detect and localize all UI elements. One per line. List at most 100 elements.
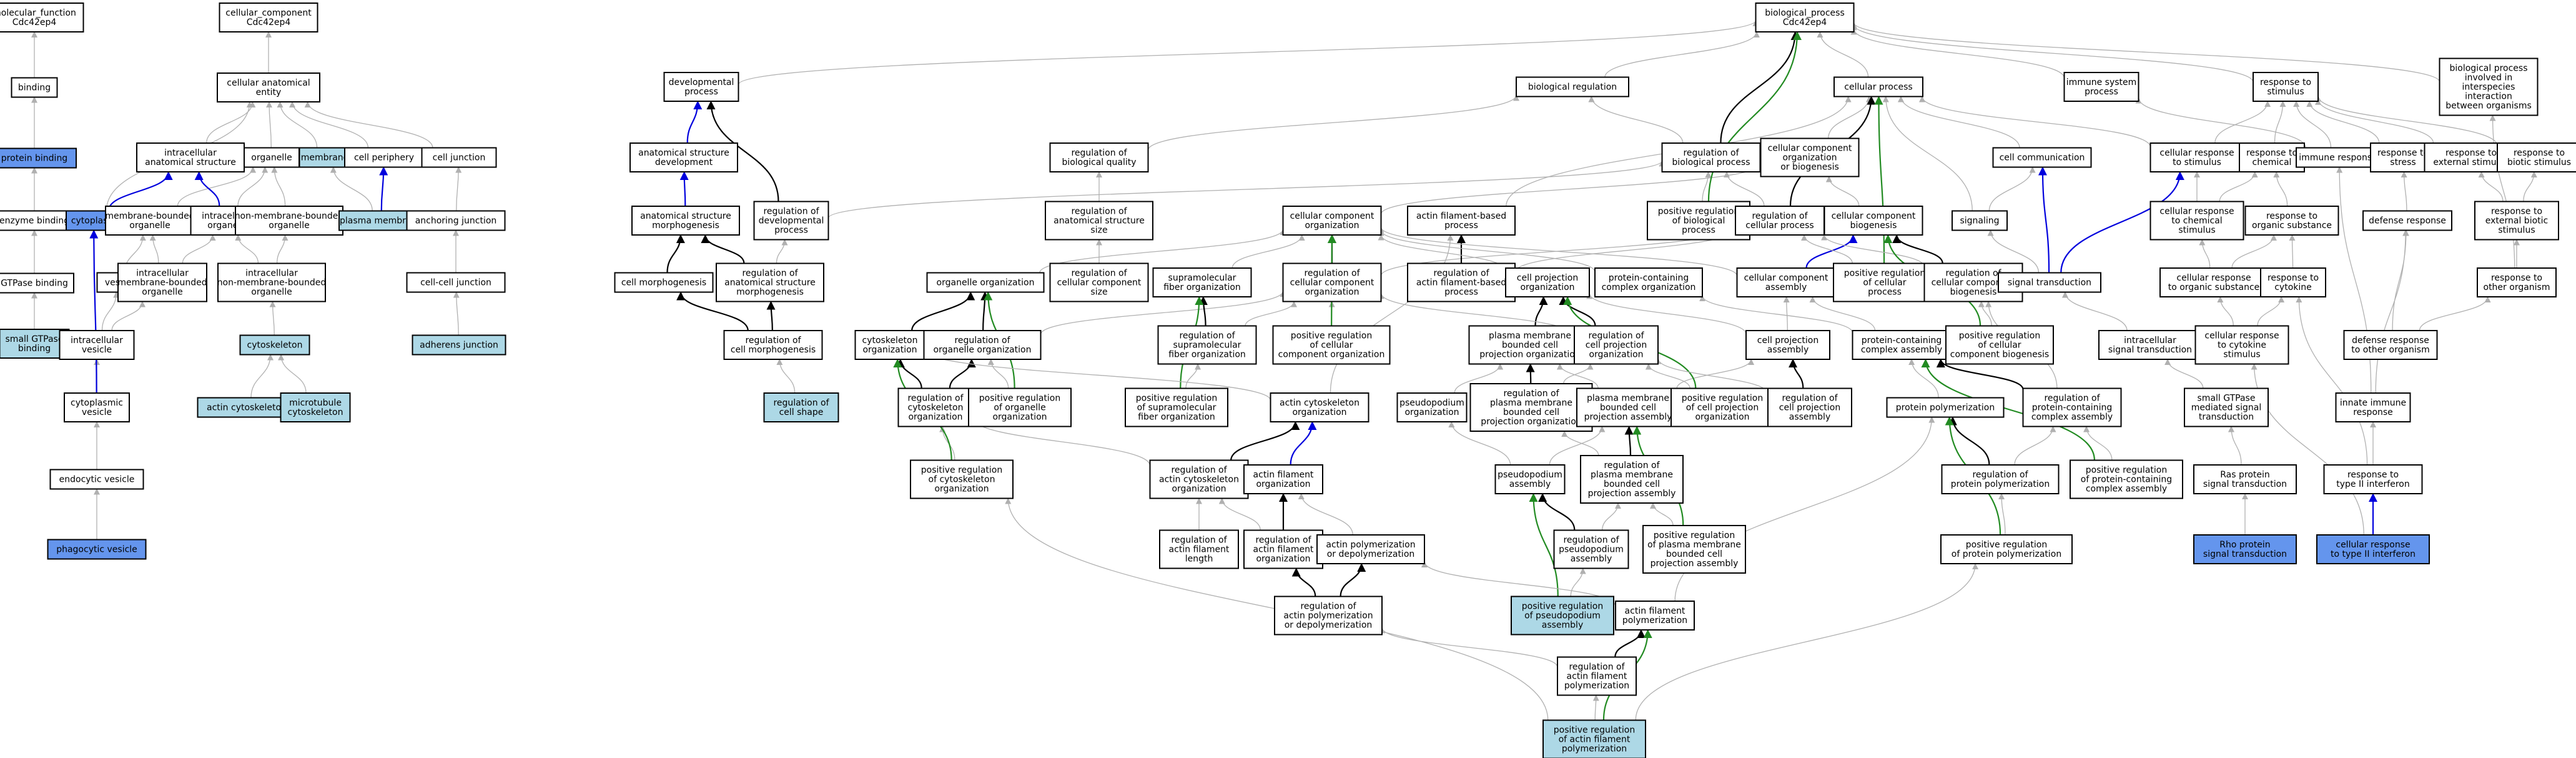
relation-edge-gray [1570, 567, 1586, 597]
go-term-label: organization [1782, 153, 1837, 163]
go-term-label: bounded cell [1666, 549, 1722, 559]
relation-edge-gray [2478, 171, 2504, 202]
go-term-node: protein binding [0, 147, 77, 169]
go-term-label: adherens junction [420, 341, 498, 351]
go-term-box [1615, 601, 1695, 631]
go-term-label: intracellular [2124, 336, 2176, 346]
go-term-label: pseudopodium [1498, 470, 1562, 480]
go-term-label: bounded cell [1503, 407, 1559, 417]
go-term-box [897, 387, 974, 427]
go-term-box [2497, 142, 2576, 172]
go-term-box [0, 147, 77, 169]
go-term-label: positive regulation [1658, 207, 1739, 217]
go-term-label: positive regulation [1654, 531, 1735, 541]
go-term-label: regulation of [1433, 269, 1489, 279]
go-term-label: organization [1404, 407, 1459, 417]
go-term-label: organization [1256, 479, 1310, 489]
relation-edge-gray [1588, 96, 1684, 144]
relation-edge-gray [1448, 421, 1511, 466]
go-term-label: organelle [269, 221, 309, 231]
relation-edge-gray [1676, 359, 1755, 389]
relation-edge-gray [1988, 166, 2036, 211]
go-term-label: response to [2266, 211, 2317, 221]
go-term-box [1745, 330, 1830, 360]
go-term-box [910, 459, 1014, 499]
go-term-box [1952, 210, 2008, 231]
relation-edge-gray [1602, 502, 1621, 531]
go-term-label: or depolymerization [1285, 621, 1373, 631]
go-term-box [629, 142, 738, 172]
go-term-label: stress [2390, 157, 2416, 167]
go-term-label: Cdc42ep4 [12, 17, 57, 27]
go-term-label: cell periphery [354, 153, 414, 163]
relation-edge-gray [2219, 171, 2258, 202]
relation-edge-gray [2217, 296, 2234, 326]
relation-edge-gray [455, 166, 462, 211]
go-term-box [1049, 142, 1149, 172]
go-term-box [2260, 267, 2326, 297]
go-term-label: cellular component [1290, 211, 1374, 221]
go-term-label: interspecies [2462, 82, 2515, 92]
go-term-label: regulation of [1071, 269, 1127, 279]
relation-edge-gray [1218, 497, 1261, 531]
go-term-node: endocytic vesicle [49, 469, 144, 490]
go-term-label: cellular component [1932, 278, 2016, 288]
go-term-label: non-membrane-bounded [235, 211, 344, 221]
relation-edge-gray [2214, 101, 2271, 144]
relation-edge-blue [379, 166, 388, 211]
go-term-box [219, 2, 318, 32]
go-term-label: developmental [669, 77, 734, 87]
go-term-label: membrane-bounded [117, 278, 207, 288]
go-term-label: process [684, 87, 718, 97]
go-term-label: cytoskeleton [862, 336, 918, 346]
relation-edge-gray [1828, 96, 1872, 139]
go-term-box [763, 392, 839, 422]
go-term-box [412, 334, 506, 356]
go-term-label: organization [1292, 407, 1346, 417]
go-term-node: cell communication [1992, 147, 2092, 168]
go-term-box [2149, 201, 2244, 241]
go-term-label: regulation of [2044, 394, 2100, 404]
go-term-label: positive regulation [1844, 269, 1925, 279]
relation-edge-gray [2061, 291, 2128, 331]
go-term-box [1159, 529, 1239, 569]
go-term-label: polymerization [1622, 616, 1687, 626]
go-term-box [1468, 325, 1592, 365]
go-term-label: GTPase binding [1, 279, 68, 289]
go-term-box [1516, 76, 1629, 97]
go-term-box [2244, 206, 2339, 236]
go-term-label: assembly [1542, 621, 1583, 631]
go-term-label: biological process [1672, 157, 1750, 167]
go-term-label: cytoplasmic [71, 398, 123, 408]
go-term-box [1272, 325, 1391, 365]
go-term-box [49, 469, 144, 490]
go-term-label: developmental [759, 216, 824, 226]
go-term-label: regulation of [907, 394, 964, 404]
go-term-label: to chemical [2171, 216, 2222, 226]
go-term-label: actin filament-based [1416, 278, 1506, 288]
relation-edge-gray [2315, 95, 2498, 146]
go-term-box [1553, 529, 1629, 569]
go-term-label: fiber organization [1138, 412, 1215, 422]
go-term-label: cellular component [1832, 211, 1916, 221]
go-term-label: response to [2246, 148, 2297, 158]
go-term-label: or depolymerization [1327, 549, 1415, 559]
relation-edge-gray [304, 101, 433, 148]
relation-edge-gray [1561, 431, 1599, 456]
go-term-label: process [1868, 287, 1902, 297]
go-term-label: size [1090, 287, 1107, 297]
go-term-box [11, 77, 58, 98]
relation-edge-gray [738, 19, 1759, 85]
go-term-label: immune response [2299, 153, 2377, 163]
go-term-box [1282, 262, 1382, 302]
go-term-label: defense response [2369, 216, 2446, 226]
